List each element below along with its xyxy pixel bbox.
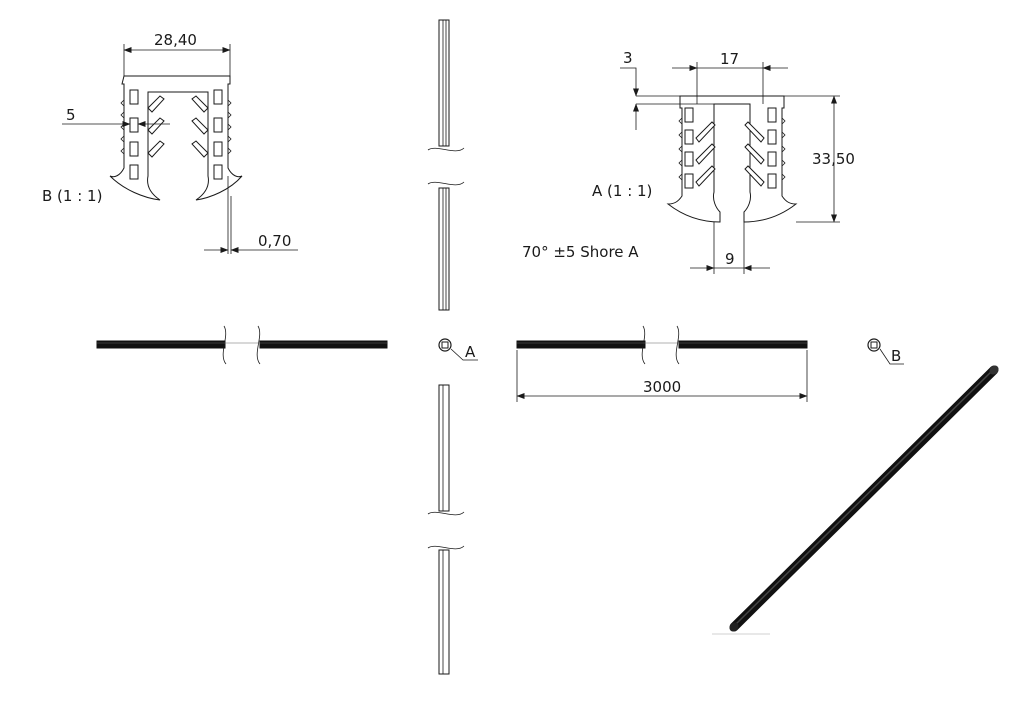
dim-9: 9	[725, 250, 735, 268]
dim-0-70: 0,70	[258, 232, 291, 250]
detail-b-left-dimension: 5	[62, 106, 170, 127]
detail-b-width-dimension: 28,40	[123, 31, 231, 76]
detail-a-profile	[666, 95, 798, 223]
bottom-vertical-view	[427, 384, 465, 675]
dim-5-left: 5	[66, 106, 76, 124]
material-note: 70° ±5 Shore A	[522, 243, 639, 261]
detail-a-height-dimension: 33,50	[784, 95, 855, 223]
left-horizontal-view	[96, 325, 388, 365]
dim-17: 17	[720, 50, 739, 68]
dim-33-50: 33,50	[812, 150, 855, 168]
isometric-view	[712, 365, 999, 635]
top-vertical-view	[427, 19, 465, 311]
detail-a-top-offset-dimension: 3	[620, 49, 714, 130]
detail-a-label: A (1 : 1)	[592, 182, 652, 200]
detail-b-view: 28,40 5 0,70 B (1 : 1)	[42, 31, 298, 254]
dim-28-40: 28,40	[154, 31, 197, 49]
dim-3: 3	[623, 49, 633, 67]
section-callout-b: B	[867, 338, 904, 365]
detail-a-top-width-dimension: 17	[672, 50, 788, 104]
detail-b-label: B (1 : 1)	[42, 187, 102, 205]
detail-a-view: 17 3 33,50 9 A (1 : 1) 70° ±5 Shore A	[522, 49, 855, 274]
detail-b-profile	[109, 75, 243, 201]
dim-3000: 3000	[643, 378, 681, 396]
right-horizontal-view: 3000	[516, 325, 808, 402]
section-callout-a: A	[438, 338, 478, 361]
callout-a-label: A	[465, 343, 476, 361]
callout-b-label: B	[891, 347, 901, 365]
detail-a-bottom-dimension: 9	[690, 222, 770, 274]
detail-b-bottom-dimension: 0,70	[204, 176, 298, 254]
